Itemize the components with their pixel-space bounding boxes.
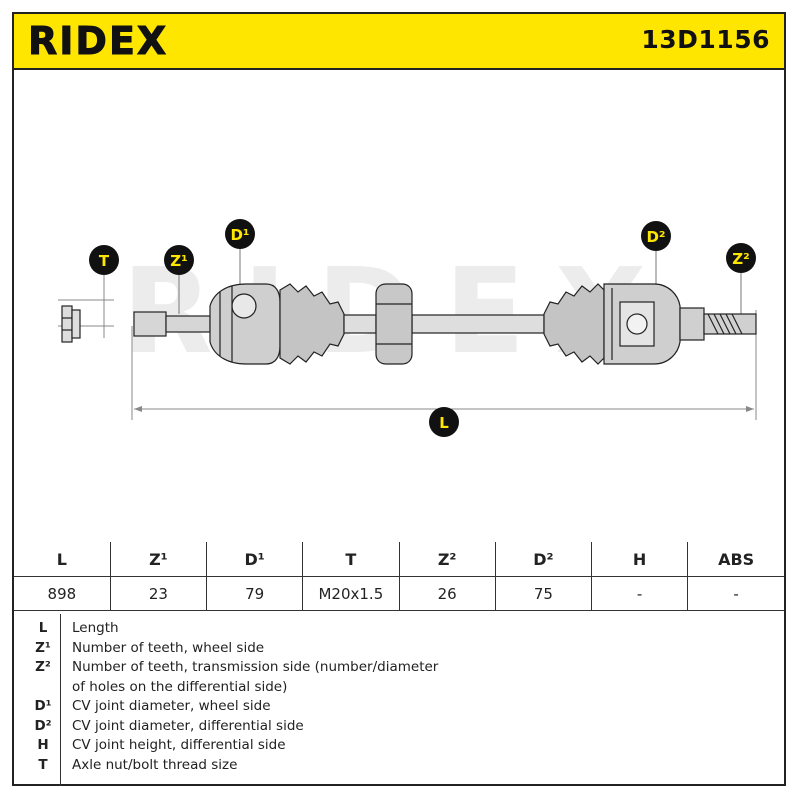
spec-table: L Z¹ D¹ T Z² D² H ABS 898 23 79 M20x1.5 … <box>14 542 784 611</box>
spec-value-d2: 75 <box>494 576 593 611</box>
ridex-logo: RIDEX <box>28 22 168 60</box>
callout-d1: D¹ <box>225 219 255 249</box>
axle-nut <box>61 305 81 343</box>
legend-item: L Length <box>14 620 784 640</box>
legend-text: Number of teeth, transmission side (numb… <box>72 659 439 675</box>
wheel-side-stub <box>133 311 211 337</box>
legend-item: of holes on the differential side) <box>14 679 784 699</box>
dimension-arrows <box>134 406 754 412</box>
callout-z1: Z¹ <box>164 245 194 275</box>
shaft <box>343 314 545 334</box>
spec-value-t: M20x1.5 <box>302 576 400 611</box>
spec-value-abs: - <box>687 576 784 611</box>
callout-d2: D² <box>641 221 671 251</box>
callout-d1-label: D¹ <box>230 226 249 244</box>
spec-header-d1: D¹ <box>205 542 304 577</box>
header-bar: RIDEX 13D1156 <box>14 14 784 70</box>
legend-text: of holes on the differential side) <box>72 678 288 695</box>
legend-divider <box>60 614 61 786</box>
legend-item: D¹ CV joint diameter, wheel side <box>14 698 784 718</box>
spec-value-h: - <box>590 576 689 611</box>
part-number: 13D1156 <box>641 25 770 54</box>
legend-key: D¹ <box>34 698 52 714</box>
callout-d2-label: D² <box>646 228 665 246</box>
drive-shaft-diagram: RIDEX <box>58 219 757 437</box>
spec-header-abs: ABS <box>687 542 784 577</box>
legend-key: Z² <box>35 659 51 675</box>
callout-t-label: T <box>99 252 110 270</box>
wheel-side-cv-joint <box>209 283 281 365</box>
legend-item: D² CV joint diameter, differential side <box>14 718 784 738</box>
legend-text: CV joint diameter, wheel side <box>72 698 271 714</box>
legend-text: CV joint diameter, differential side <box>72 717 304 734</box>
callout-l-label: L <box>439 414 449 432</box>
spec-header-z1: Z¹ <box>109 542 208 577</box>
differential-side-joint <box>603 283 681 365</box>
wheel-side-boot <box>279 283 345 365</box>
legend-item: Z² Number of teeth, transmission side (n… <box>14 659 784 679</box>
legend-item: T Axle nut/bolt thread size <box>14 757 784 777</box>
callout-l: L <box>429 407 459 437</box>
callout-z1-label: Z¹ <box>170 252 187 270</box>
spec-table-value-row: 898 23 79 M20x1.5 26 75 - - <box>14 576 784 611</box>
spec-table-header-row: L Z¹ D¹ T Z² D² H ABS <box>14 542 784 577</box>
legend-key: Z¹ <box>35 639 51 656</box>
spec-value-z1: 23 <box>109 576 208 611</box>
splined-stub <box>679 307 757 341</box>
product-sheet: RIDEX 13D1156 RIDEX <box>12 12 786 786</box>
legend-key: L <box>38 620 48 636</box>
damper-weight <box>375 283 413 365</box>
legend-text: Length <box>72 620 119 636</box>
spec-header-d2: D² <box>494 542 593 577</box>
svg-text:RIDEX: RIDEX <box>28 22 168 60</box>
spec-header-z2: Z² <box>398 542 496 577</box>
legend-item: Z¹ Number of teeth, wheel side <box>14 640 784 660</box>
spec-header-h: H <box>590 542 689 577</box>
legend-key: D² <box>34 717 52 734</box>
legend-text: Axle nut/bolt thread size <box>72 756 238 773</box>
callout-z2-label: Z² <box>732 250 749 268</box>
legend-text: Number of teeth, wheel side <box>72 639 265 656</box>
spec-value-z2: 26 <box>398 576 496 611</box>
spec-header-t: T <box>302 542 400 577</box>
legend-key: T <box>38 756 48 773</box>
callout-t: T <box>89 245 119 275</box>
spec-header-l: L <box>14 542 111 577</box>
legend-key: H <box>37 737 49 753</box>
callout-z2: Z² <box>726 243 756 273</box>
legend-text: CV joint height, differential side <box>72 737 286 753</box>
spec-value-d1: 79 <box>205 576 304 611</box>
legend-item: H CV joint height, differential side <box>14 737 784 757</box>
spec-value-l: 898 <box>14 576 111 611</box>
